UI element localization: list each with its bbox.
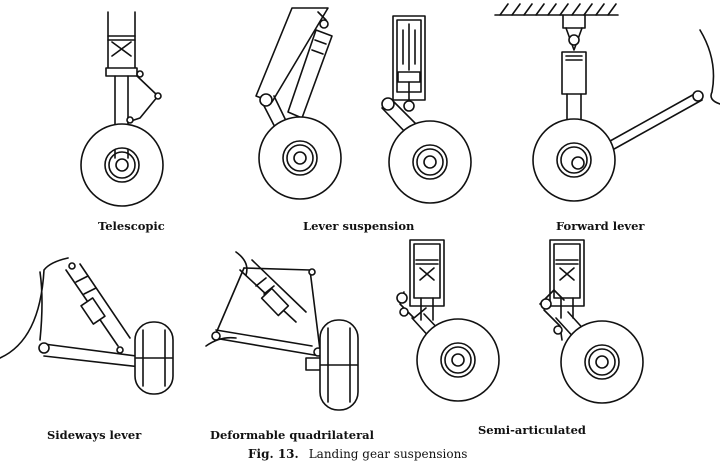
forward-lever-gear-2 (495, 4, 720, 201)
lever-suspension-gear (256, 8, 341, 199)
label-sideways-lever: Sideways lever (47, 428, 142, 442)
figure-caption-text: Landing gear suspensions (308, 447, 468, 461)
label-deformable-quadrilateral: Deformable quadrilateral (210, 428, 374, 442)
semi-articulated-gear-b (540, 240, 643, 403)
label-semi-articulated: Semi-articulated (478, 423, 586, 437)
label-lever-suspension: Lever suspension (303, 219, 415, 233)
forward-lever-gear (382, 16, 471, 203)
telescopic-gear (81, 12, 163, 206)
figure-number: Fig. 13. (248, 447, 299, 461)
deformable-quadrilateral-gear (206, 252, 358, 410)
semi-articulated-gear-a (397, 240, 499, 401)
label-telescopic: Telescopic (98, 219, 165, 233)
figure-caption: Fig. 13. Landing gear suspensions (248, 447, 467, 461)
label-forward-lever: Forward lever (556, 219, 645, 233)
sideways-lever-gear (0, 258, 173, 394)
